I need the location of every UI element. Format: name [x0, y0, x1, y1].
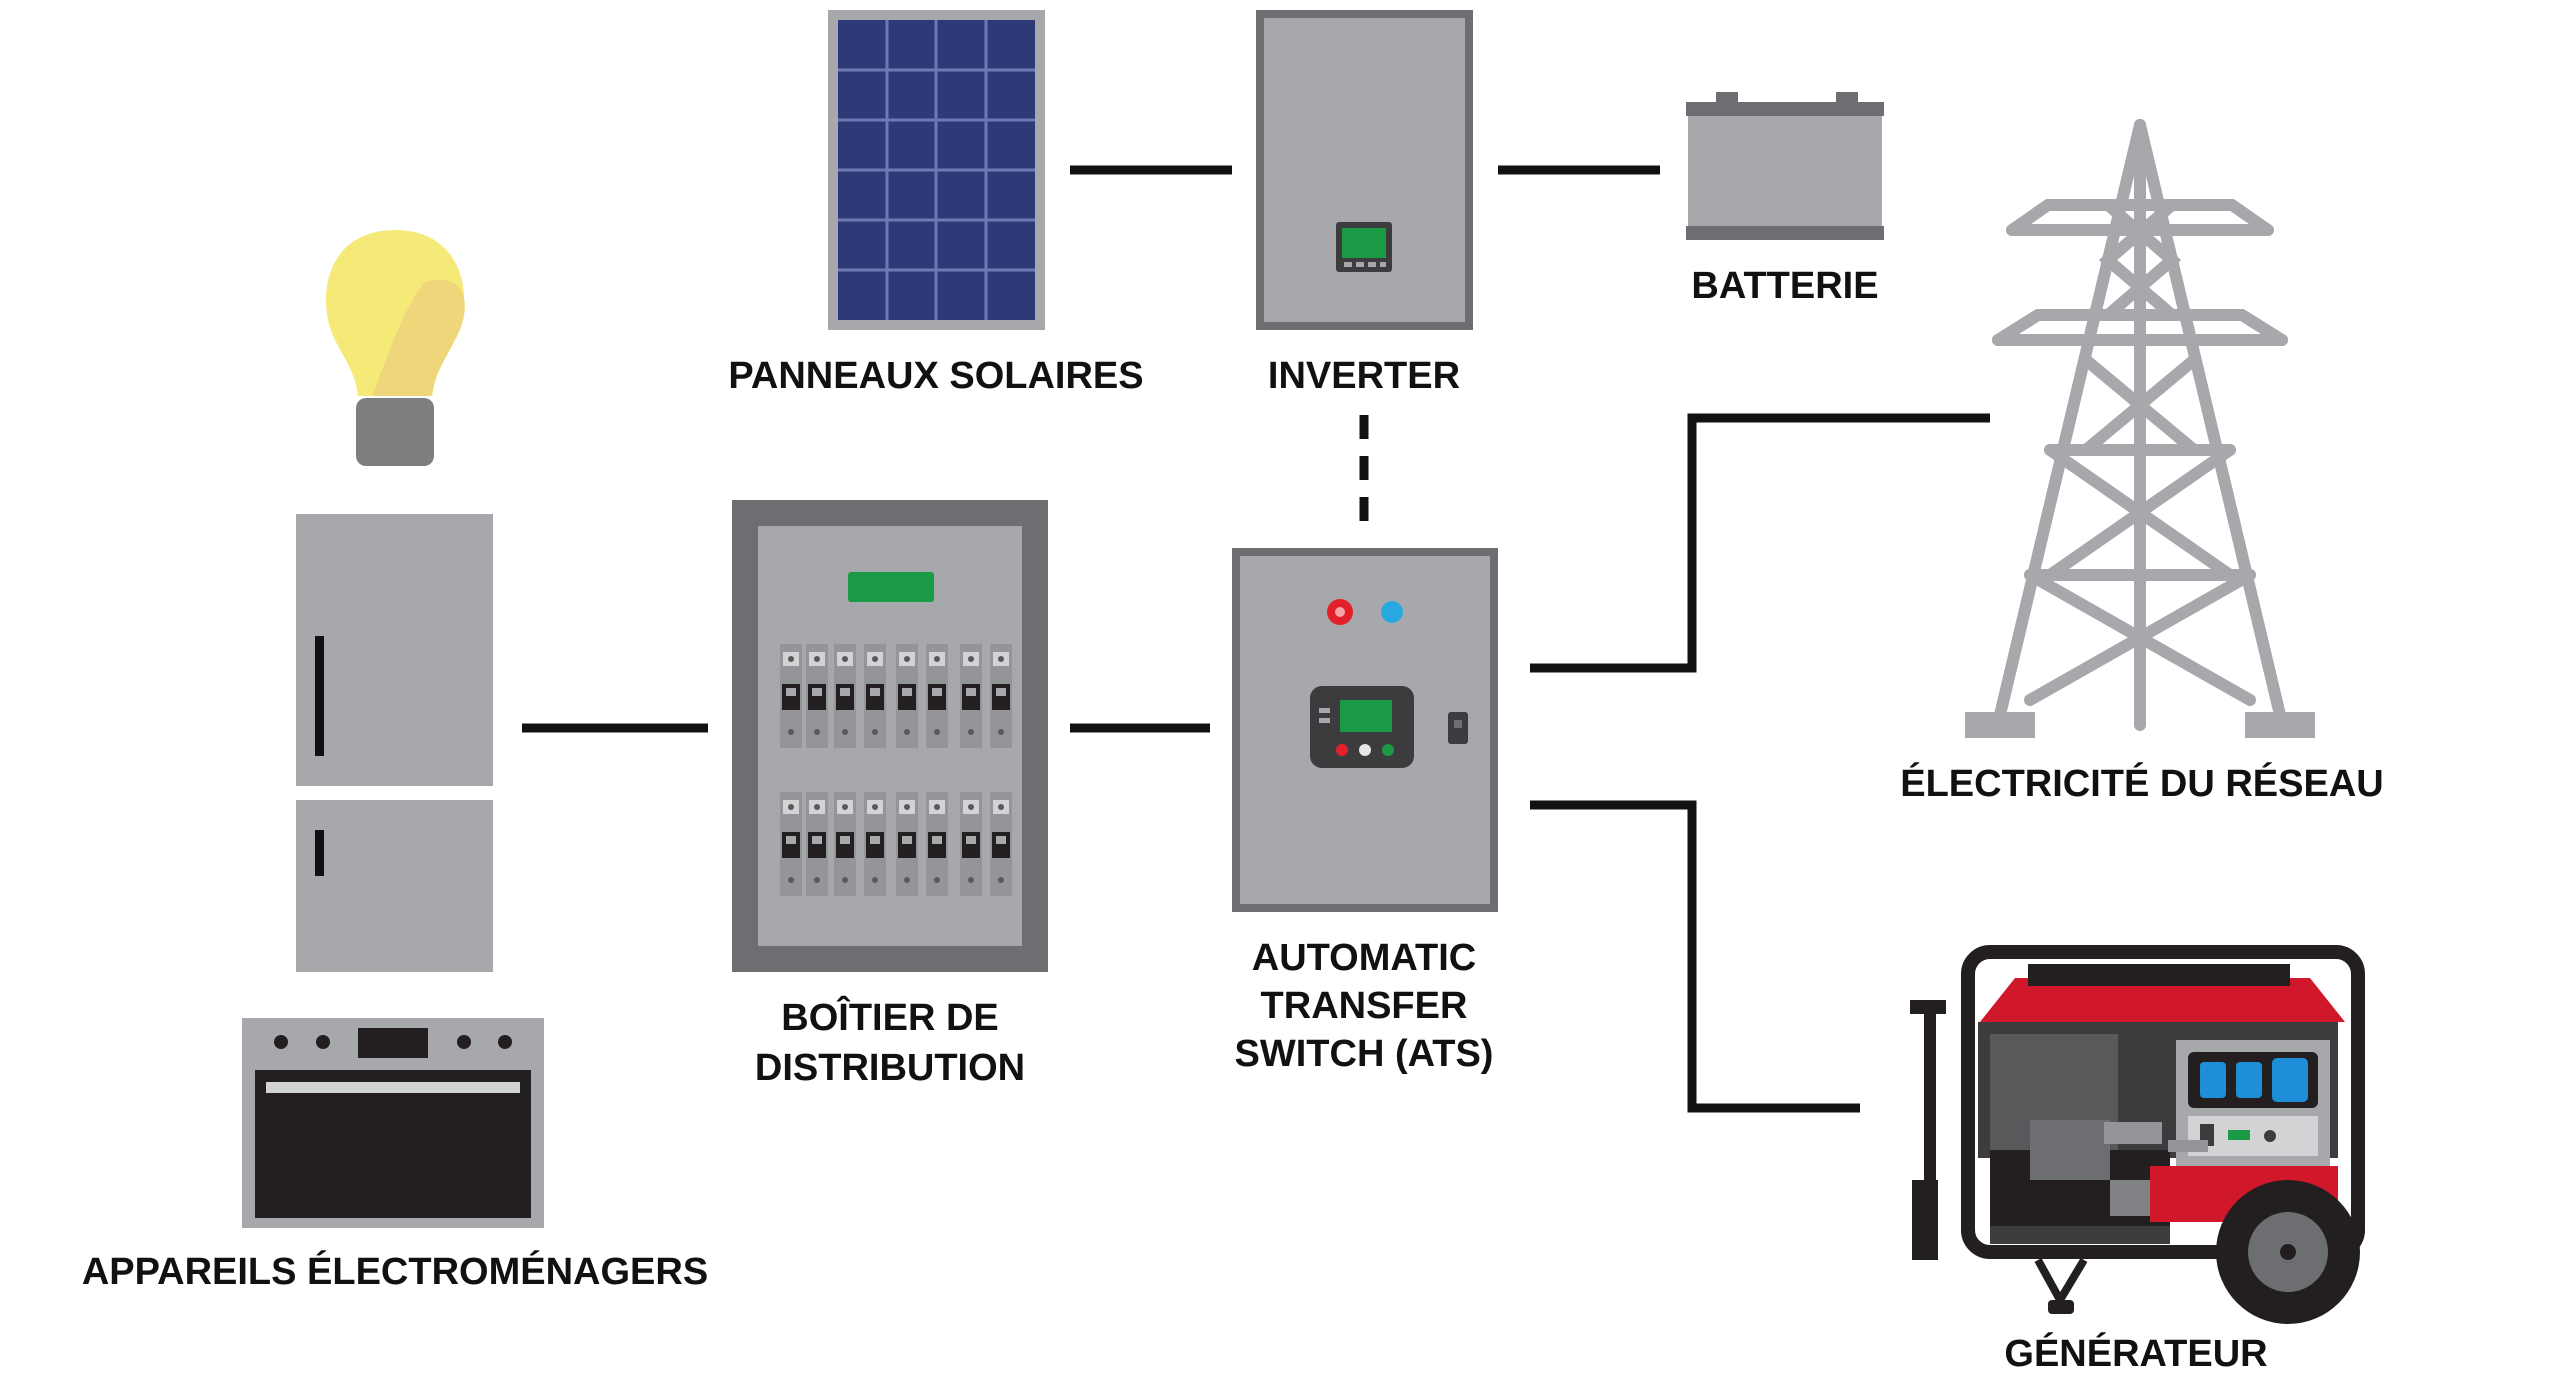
circuit-breaker — [926, 792, 948, 896]
circuit-breaker — [806, 644, 828, 748]
inverter-label: INVERTER — [1268, 355, 1460, 397]
grid-label: ÉLECTRICITÉ DU RÉSEAU — [1900, 761, 2383, 805]
circuit-breaker — [780, 644, 802, 748]
distribution-label-line1: BOÎTIER DE — [781, 995, 998, 1039]
circuit-breaker — [926, 644, 948, 748]
connections — [522, 165, 1990, 1113]
breaker-row-bottom — [780, 792, 1012, 896]
ats-icon — [1232, 548, 1498, 912]
refrigerator-icon — [296, 514, 493, 972]
circuit-breaker — [960, 644, 982, 748]
wire-ats-grid — [1530, 413, 1990, 673]
circuit-breaker — [834, 792, 856, 896]
circuit-breaker — [780, 792, 802, 896]
battery-label: BATTERIE — [1691, 265, 1878, 307]
ats-label-line2: TRANSFER — [1261, 985, 1468, 1027]
circuit-breaker — [834, 644, 856, 748]
circuit-breaker — [960, 792, 982, 896]
ats-label-line1: AUTOMATIC — [1252, 937, 1476, 979]
circuit-breaker — [896, 792, 918, 896]
battery-icon — [1686, 92, 1884, 240]
light-bulb-icon — [325, 230, 465, 466]
transmission-tower-icon — [1992, 119, 2288, 731]
appliances-label: APPAREILS ÉLECTROMÉNAGERS — [82, 1249, 708, 1293]
inverter-icon — [1256, 10, 1473, 330]
circuit-breaker — [864, 644, 886, 748]
circuit-breaker — [896, 644, 918, 748]
circuit-breaker — [806, 792, 828, 896]
ats-label-line3: SWITCH (ATS) — [1235, 1033, 1494, 1075]
breaker-row-top — [780, 644, 1012, 748]
generator-label: GÉNÉRATEUR — [2004, 1331, 2267, 1374]
generator-icon — [1910, 945, 2365, 1324]
tower-feet — [1965, 712, 2315, 738]
solar-panels-label: PANNEAUX SOLAIRES — [728, 355, 1143, 397]
circuit-breaker — [864, 792, 886, 896]
wire-ats-generator — [1530, 800, 1860, 1113]
oven-icon — [242, 1018, 544, 1228]
circuit-breaker — [990, 792, 1012, 896]
distribution-box-icon — [732, 500, 1048, 972]
circuit-breaker — [990, 644, 1012, 748]
distribution-label-line2: DISTRIBUTION — [755, 1047, 1025, 1089]
solar-panel-icon — [828, 10, 1045, 330]
